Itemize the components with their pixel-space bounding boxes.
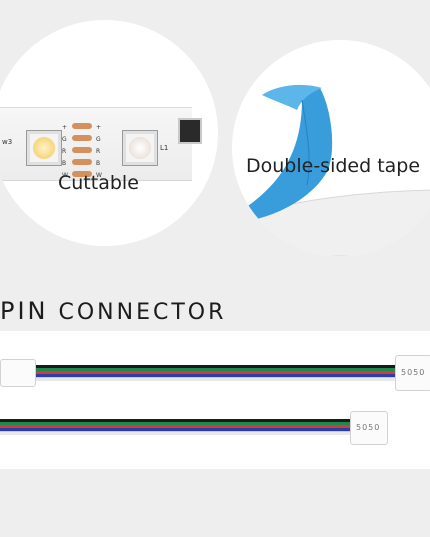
pad-label: R [62, 148, 67, 155]
pad-label: R [96, 148, 101, 155]
pad-label: W [62, 172, 68, 179]
title-prefix: PIN [0, 297, 49, 325]
connector-marking: 5050 [356, 423, 381, 432]
connector-marking: 5050 [401, 368, 426, 377]
cuttable-caption: Cuttable [58, 172, 139, 194]
copper-pad [72, 171, 92, 177]
led-chip-rgb [122, 130, 158, 166]
pad-label: B [96, 160, 101, 167]
tape-illustration [232, 84, 430, 256]
strip-label-w3: w3 [2, 138, 13, 146]
pad-label: B [62, 160, 67, 167]
tape-circle: Double-sided tape [232, 40, 430, 256]
copper-pad [72, 147, 92, 153]
smd-resistor [178, 118, 202, 144]
led-chip-warm [26, 130, 62, 166]
pad-label: + [62, 124, 68, 131]
copper-pad [72, 159, 92, 165]
connector-cable-panel: 5050 5050 [0, 331, 430, 469]
copper-pad [72, 135, 92, 141]
title-rest: CONNECTOR [48, 300, 227, 325]
pad-label: G [62, 136, 67, 143]
pad-label: W [96, 172, 102, 179]
copper-pad [72, 123, 92, 129]
pad-label: + [96, 124, 102, 131]
tape-caption: Double-sided tape [246, 155, 421, 177]
connector-right: 5050 [395, 355, 430, 391]
connector-left [0, 359, 36, 387]
led-strip: w3 + G R B W + G R B W L1 [0, 107, 192, 181]
connector-lower-right: 5050 [350, 411, 388, 445]
section-title: PIN CONNECTOR [0, 297, 226, 325]
strip-label-l1: L1 [160, 144, 169, 152]
pad-label: G [96, 136, 101, 143]
